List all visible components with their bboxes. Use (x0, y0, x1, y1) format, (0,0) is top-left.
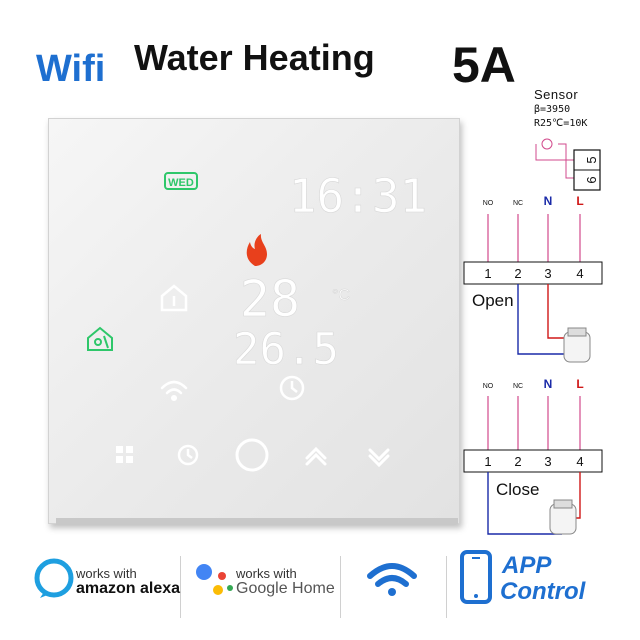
day-indicator: WED (164, 172, 198, 190)
sensor-terminal-5: 5 (584, 156, 599, 163)
alexa-icon (34, 558, 74, 598)
sensor-title: Sensor (534, 87, 579, 102)
current-rating: 5A (452, 37, 516, 93)
sensor-terminal-6: 6 (584, 176, 599, 183)
schedule-icon (279, 375, 305, 401)
set-temperature: 26.5 (233, 324, 339, 375)
day-text: WED (168, 177, 194, 189)
menu-button[interactable] (116, 446, 133, 463)
wifi-icon (160, 380, 188, 402)
phone-icon (460, 550, 492, 604)
app-control-line1: APP (502, 552, 552, 579)
svg-text:L: L (576, 194, 583, 208)
actuator-close (549, 499, 577, 535)
svg-text:4: 4 (576, 454, 583, 469)
down-button[interactable] (368, 448, 390, 468)
svg-text:NC: NC (513, 383, 523, 390)
actuator-open (563, 327, 591, 363)
google-brand: Google Home (236, 580, 335, 597)
wifi-large-icon (367, 563, 417, 596)
svg-text:3: 3 (544, 454, 551, 469)
svg-text:N: N (544, 194, 553, 208)
alexa-brand: amazon alexa (76, 580, 181, 597)
badge-separator (340, 556, 341, 618)
svg-text:3: 3 (544, 266, 551, 281)
alexa-works-with: works with (76, 566, 137, 581)
svg-text:NO: NO (483, 200, 494, 207)
away-mode-icon[interactable] (87, 326, 113, 351)
power-button[interactable] (235, 438, 269, 472)
svg-text:NC: NC (513, 200, 523, 207)
svg-text:1: 1 (484, 454, 491, 469)
badge-separator (446, 556, 447, 618)
svg-text:2: 2 (514, 266, 521, 281)
badge-separator (180, 556, 181, 618)
flame-icon (246, 234, 267, 266)
home-icon[interactable] (160, 284, 188, 312)
google-assistant-icon (196, 564, 233, 595)
svg-text:L: L (576, 377, 583, 391)
svg-text:NO: NO (483, 383, 494, 390)
temperature-unit: °C (332, 287, 350, 304)
room-temperature: 28 (240, 270, 300, 328)
feature-badges (34, 550, 492, 604)
sensor-r25: R25℃=10K (534, 118, 588, 129)
svg-text:2: 2 (514, 454, 521, 469)
app-control-line2: Control (500, 578, 586, 605)
clock-display: 16:31 (289, 169, 427, 223)
sensor-beta: β=3950 (534, 104, 571, 115)
open-label: Open (472, 291, 514, 310)
svg-text:N: N (544, 377, 553, 391)
wiring-diagram: 5 6 NO NC N L 1 2 3 4 NO NC N L (463, 138, 603, 535)
close-wiring: NO NC N L 1 2 3 4 (463, 377, 603, 535)
svg-text:1: 1 (484, 266, 491, 281)
panel-edge (56, 518, 458, 524)
clock-button[interactable] (177, 444, 199, 466)
wifi-title: Wifi (36, 48, 106, 90)
up-button[interactable] (305, 446, 327, 466)
google-works-with: works with (236, 566, 297, 581)
svg-text:4: 4 (576, 266, 583, 281)
open-wiring: NO NC N L 1 2 3 4 (463, 194, 603, 363)
close-label: Close (496, 480, 540, 499)
sensor-probe: 5 6 (535, 138, 601, 191)
thermostat-display: WED 16:31 28 °C 26.5 (87, 169, 428, 472)
product-title: Water Heating (134, 37, 375, 78)
